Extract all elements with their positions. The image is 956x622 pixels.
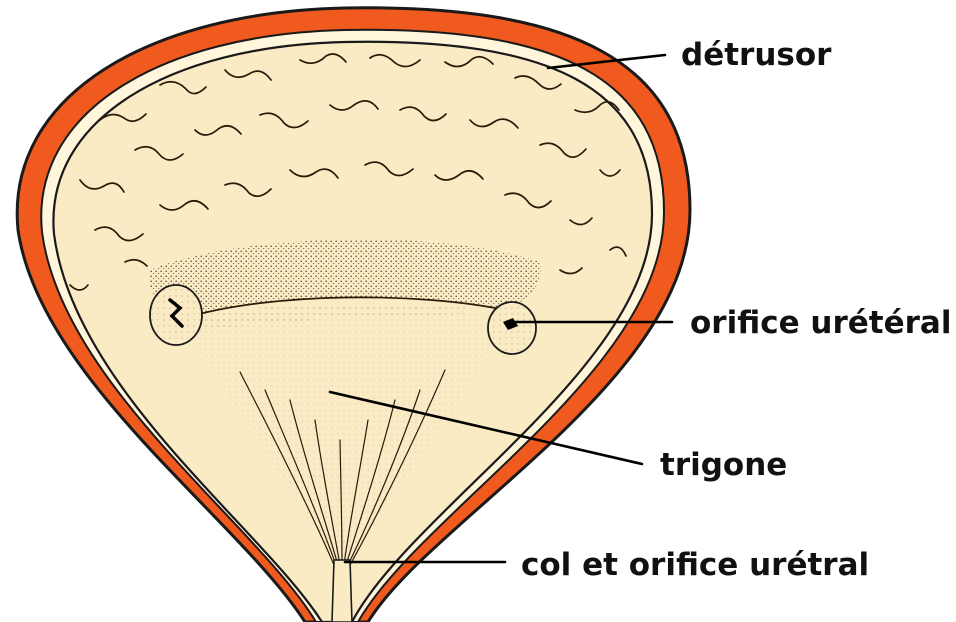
label-detrusor: détrusor bbox=[681, 37, 832, 73]
right-ureteral-orifice bbox=[488, 302, 536, 354]
left-ureteral-orifice bbox=[150, 285, 202, 345]
label-ureteral-orifice: orifice urétéral bbox=[690, 305, 951, 341]
label-trigone: trigone bbox=[660, 447, 787, 483]
label-neck-urethral-orifice: col et orifice urétral bbox=[521, 547, 869, 583]
urethra bbox=[332, 560, 352, 622]
